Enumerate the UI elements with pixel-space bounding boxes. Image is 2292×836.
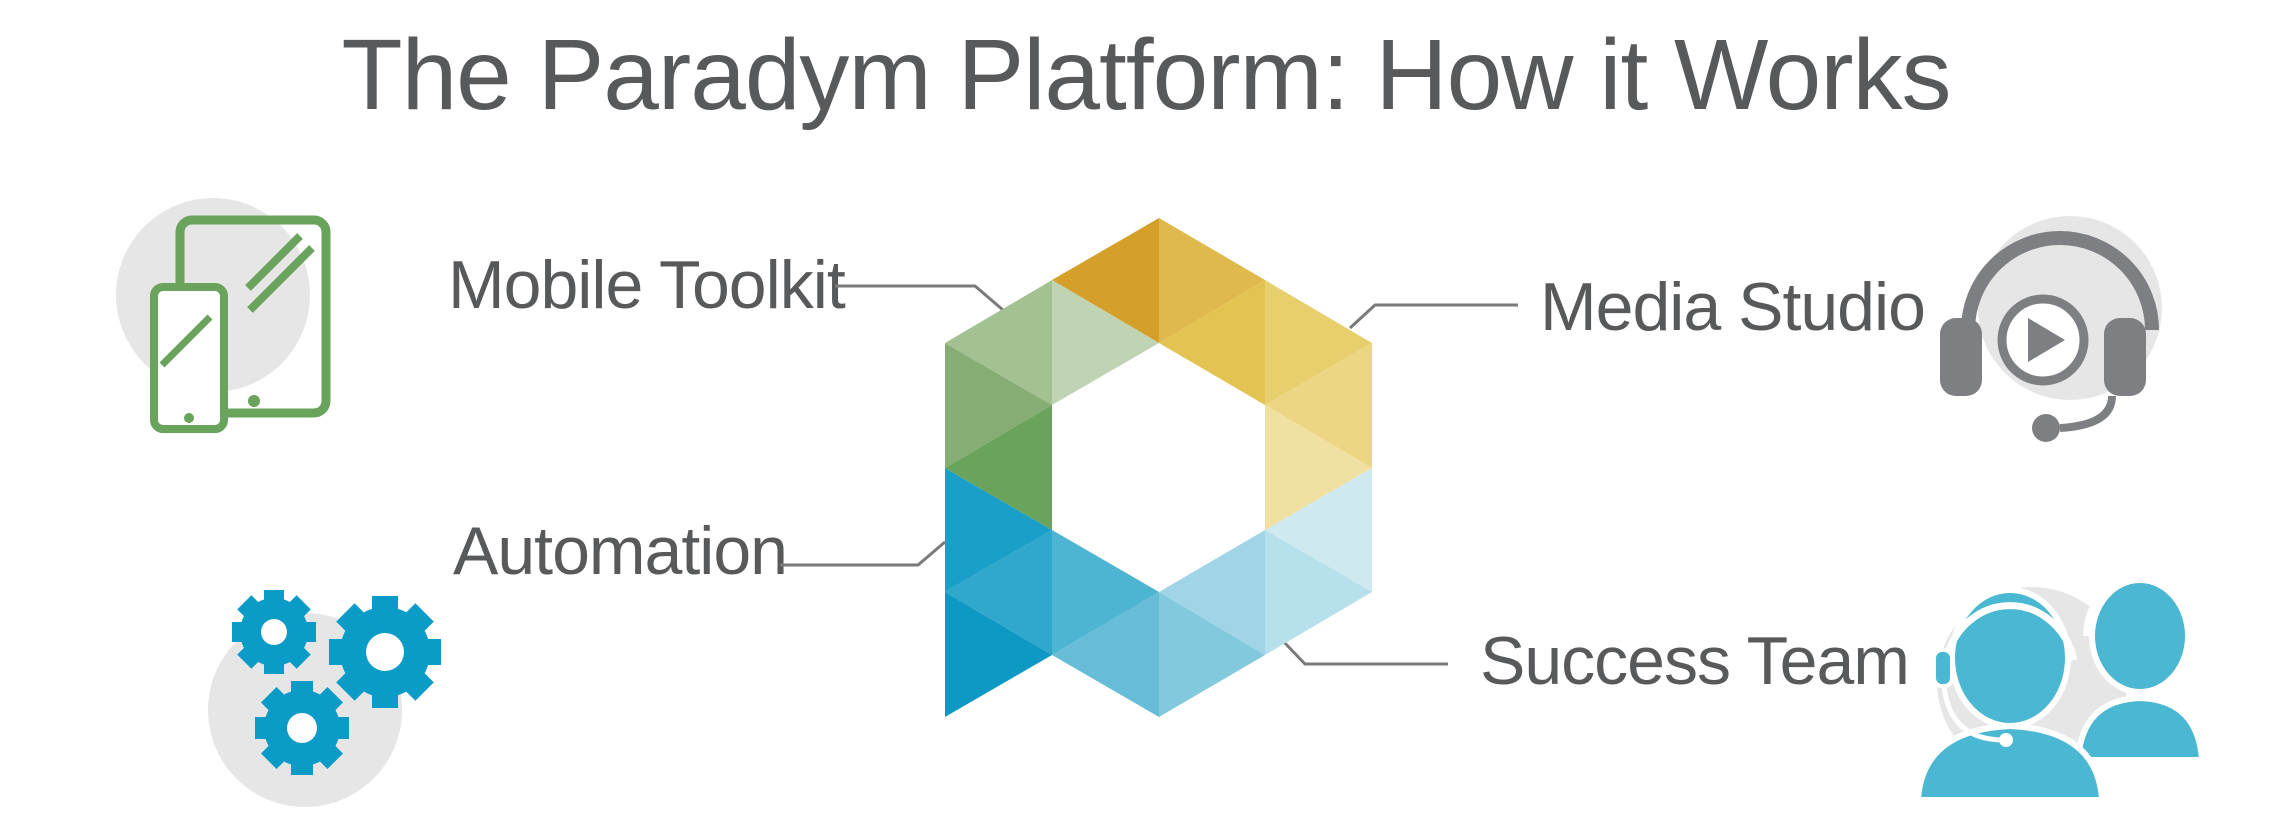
connector-success-team bbox=[1280, 638, 1448, 666]
support-team-icon bbox=[1914, 573, 2206, 803]
connector-automation bbox=[780, 540, 946, 567]
connector-lines bbox=[780, 284, 1518, 666]
label-automation: Automation bbox=[453, 513, 788, 589]
headset-play-icon bbox=[1940, 216, 2162, 442]
label-success-team: Success Team bbox=[1480, 623, 1910, 699]
paradym-hexagon-logo bbox=[945, 218, 1372, 717]
connector-mobile-toolkit bbox=[835, 284, 1004, 312]
connector-media-studio bbox=[1348, 303, 1518, 330]
gears-icon bbox=[208, 590, 441, 807]
mobile-devices-icon bbox=[116, 198, 331, 433]
label-media-studio: Media Studio bbox=[1540, 269, 1926, 345]
page-title: The Paradym Platform: How it Works bbox=[341, 19, 1951, 131]
label-mobile-toolkit: Mobile Toolkit bbox=[448, 247, 846, 323]
